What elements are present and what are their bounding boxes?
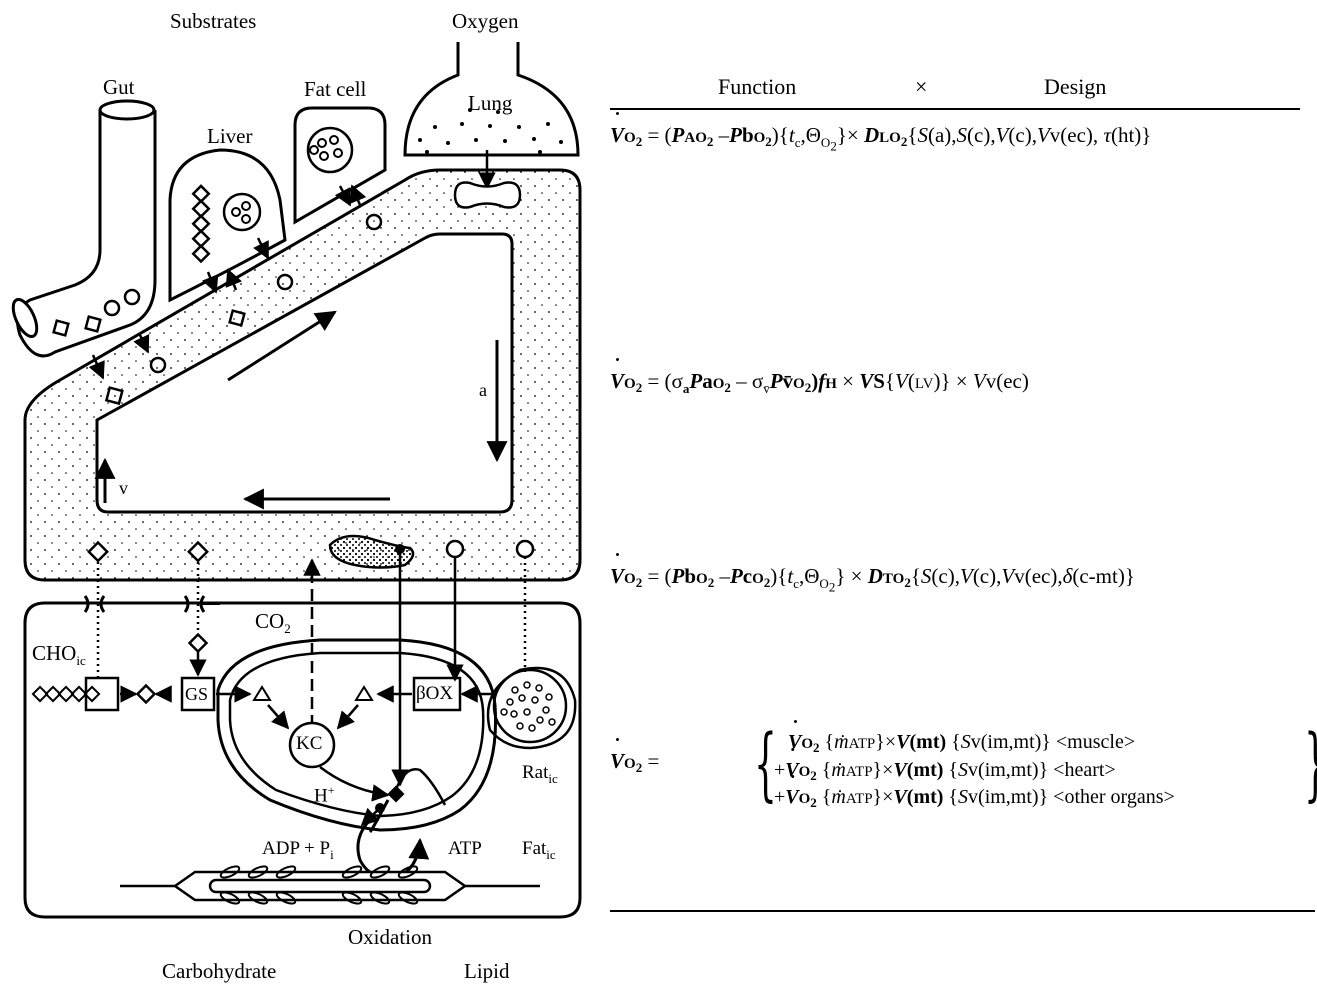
label-beta-ox: βOX xyxy=(416,683,453,705)
label-kc: KC xyxy=(296,733,322,755)
equation-muscle: VO2 {ṁATP}×V(mt) {Sv(im,mt)} <muscle> xyxy=(788,731,1135,756)
equation-lung: VO2 = (PAO2 –PbO2){tc,ΘO2}× DLO2{S(a),S(… xyxy=(610,123,1151,155)
equation-tissue: VO2 = (PbO2 –PcO2){tc,ΘO2} × DTO2{S(c),V… xyxy=(610,564,1135,596)
label-v: v xyxy=(119,478,128,499)
header-times: × xyxy=(915,74,927,100)
equation-heart: VO2 = (σaPaO2 – σv̄Pv̄O2)fH × VS{V(LV)} … xyxy=(610,369,1029,397)
label-a: a xyxy=(479,380,487,401)
equation-other-organs: +VO2 {ṁATP}×V(mt) {Sv(im,mt)} <other org… xyxy=(774,786,1175,811)
label-co2: CO2 xyxy=(255,609,291,637)
right-brace: } xyxy=(1304,724,1317,804)
header-function: Function xyxy=(718,74,796,100)
label-carbohydrate: Carbohydrate xyxy=(162,959,276,984)
label-cho-ic: CHOic xyxy=(32,641,86,669)
label-fat-ic: Fatic xyxy=(522,838,556,863)
label-h-plus: H+ xyxy=(314,783,335,807)
label-lipid: Lipid xyxy=(464,959,510,984)
label-liver: Liver xyxy=(207,124,252,149)
bottom-rule xyxy=(610,910,1315,912)
label-substrates: Substrates xyxy=(170,9,256,34)
label-gs: GS xyxy=(185,684,208,705)
equation-heart-organ: +VO2 {ṁATP}×V(mt) {Sv(im,mt)} <heart> xyxy=(774,759,1116,784)
label-oxidation: Oxidation xyxy=(348,925,432,950)
label-gut: Gut xyxy=(103,75,135,100)
label-fat-cell: Fat cell xyxy=(304,77,366,102)
equation-mitochondria-lhs: VO2 = xyxy=(610,749,659,776)
label-lung: Lung xyxy=(468,91,512,116)
label-atp: ATP xyxy=(448,838,482,860)
label-rat-ic: Ratic xyxy=(522,762,558,787)
header-design: Design xyxy=(1044,74,1106,100)
header-rule xyxy=(610,108,1300,110)
label-adp: ADP + Pi xyxy=(262,838,334,863)
label-oxygen: Oxygen xyxy=(452,9,519,34)
